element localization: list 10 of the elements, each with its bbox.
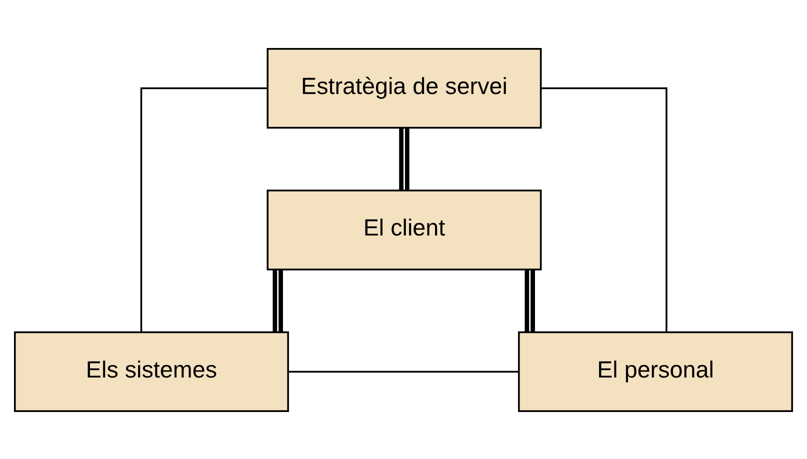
node-box: Els sistemes [14, 330, 289, 412]
connector [399, 127, 410, 190]
node-box: El client [266, 189, 542, 270]
node-box: Estratègia de servei [266, 47, 542, 128]
node-box: El personal [518, 330, 793, 412]
connector [140, 86, 268, 332]
connector [541, 86, 668, 332]
connector [524, 268, 535, 332]
connector [272, 268, 283, 332]
connector [288, 370, 518, 372]
